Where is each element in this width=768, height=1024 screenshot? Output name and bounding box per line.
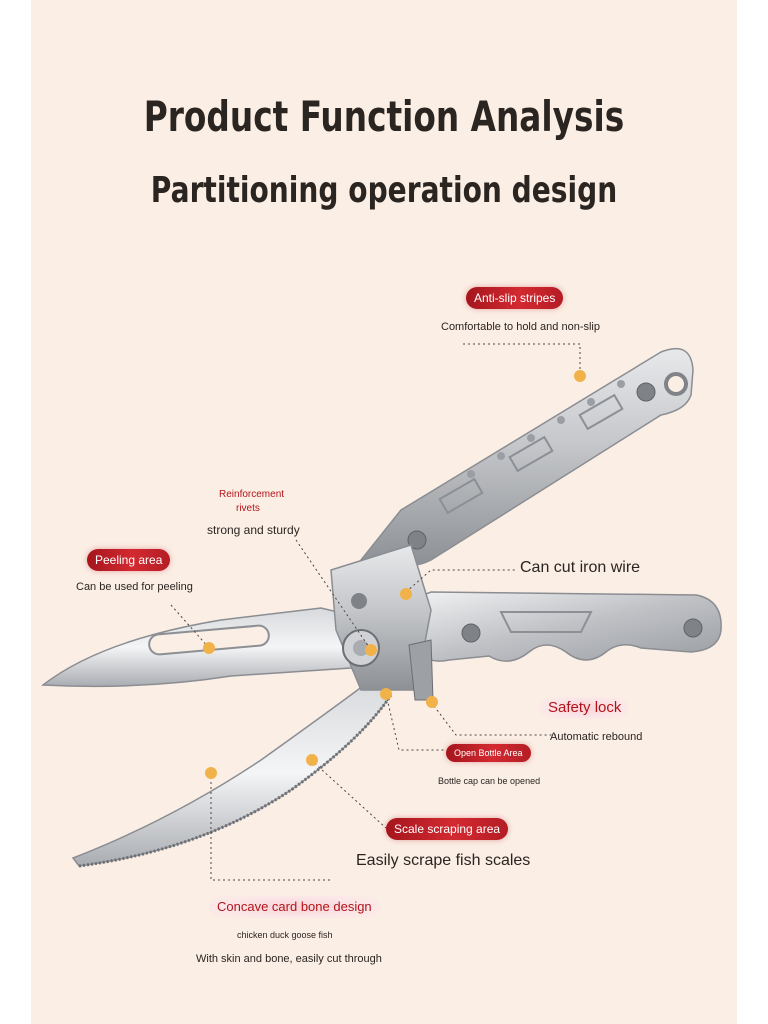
page-subtitle: Partitioning operation design <box>150 170 618 211</box>
rivets-label-line1: Reinforcement <box>219 489 285 500</box>
upper-handle <box>359 347 694 566</box>
lower-handle <box>410 591 722 662</box>
callout-leader-lines <box>170 343 581 881</box>
pivot-assembly <box>330 544 434 701</box>
anti-slip-description: Comfortable to hold and non-slip <box>441 321 600 333</box>
callout-marker-dots <box>203 370 586 779</box>
open-bottle-badge: Open Bottle Area <box>446 744 531 762</box>
anti-slip-badge: Anti-slip stripes <box>466 287 564 309</box>
concave-bone-description-line1: chicken duck goose fish <box>237 930 333 940</box>
product-infographic: Product Function Analysis Partitioning o… <box>31 0 737 1024</box>
kitchen-scissors-illustration <box>40 343 722 881</box>
scale-scraping-description: Easily scrape fish scales <box>356 852 531 869</box>
peeling-area-badge: Peeling area <box>87 549 171 571</box>
iron-wire-label: Can cut iron wire <box>520 559 641 576</box>
rivets-description: strong and sturdy <box>207 523 300 537</box>
scale-scraping-badge: Scale scraping area <box>386 818 509 840</box>
lower-blade <box>71 679 393 868</box>
open-bottle-description: Bottle cap can be opened <box>438 776 541 786</box>
concave-bone-description-line2: With skin and bone, easily cut through <box>196 953 382 965</box>
rivets-label-line2: rivets <box>236 503 260 514</box>
peeling-area-description: Can be used for peeling <box>76 581 193 593</box>
safety-lock-description: Automatic rebound <box>550 731 643 743</box>
page-title: Product Function Analysis <box>143 92 625 141</box>
concave-bone-badge: Concave card bone design <box>209 896 380 918</box>
safety-lock-badge: Safety lock <box>540 697 630 719</box>
